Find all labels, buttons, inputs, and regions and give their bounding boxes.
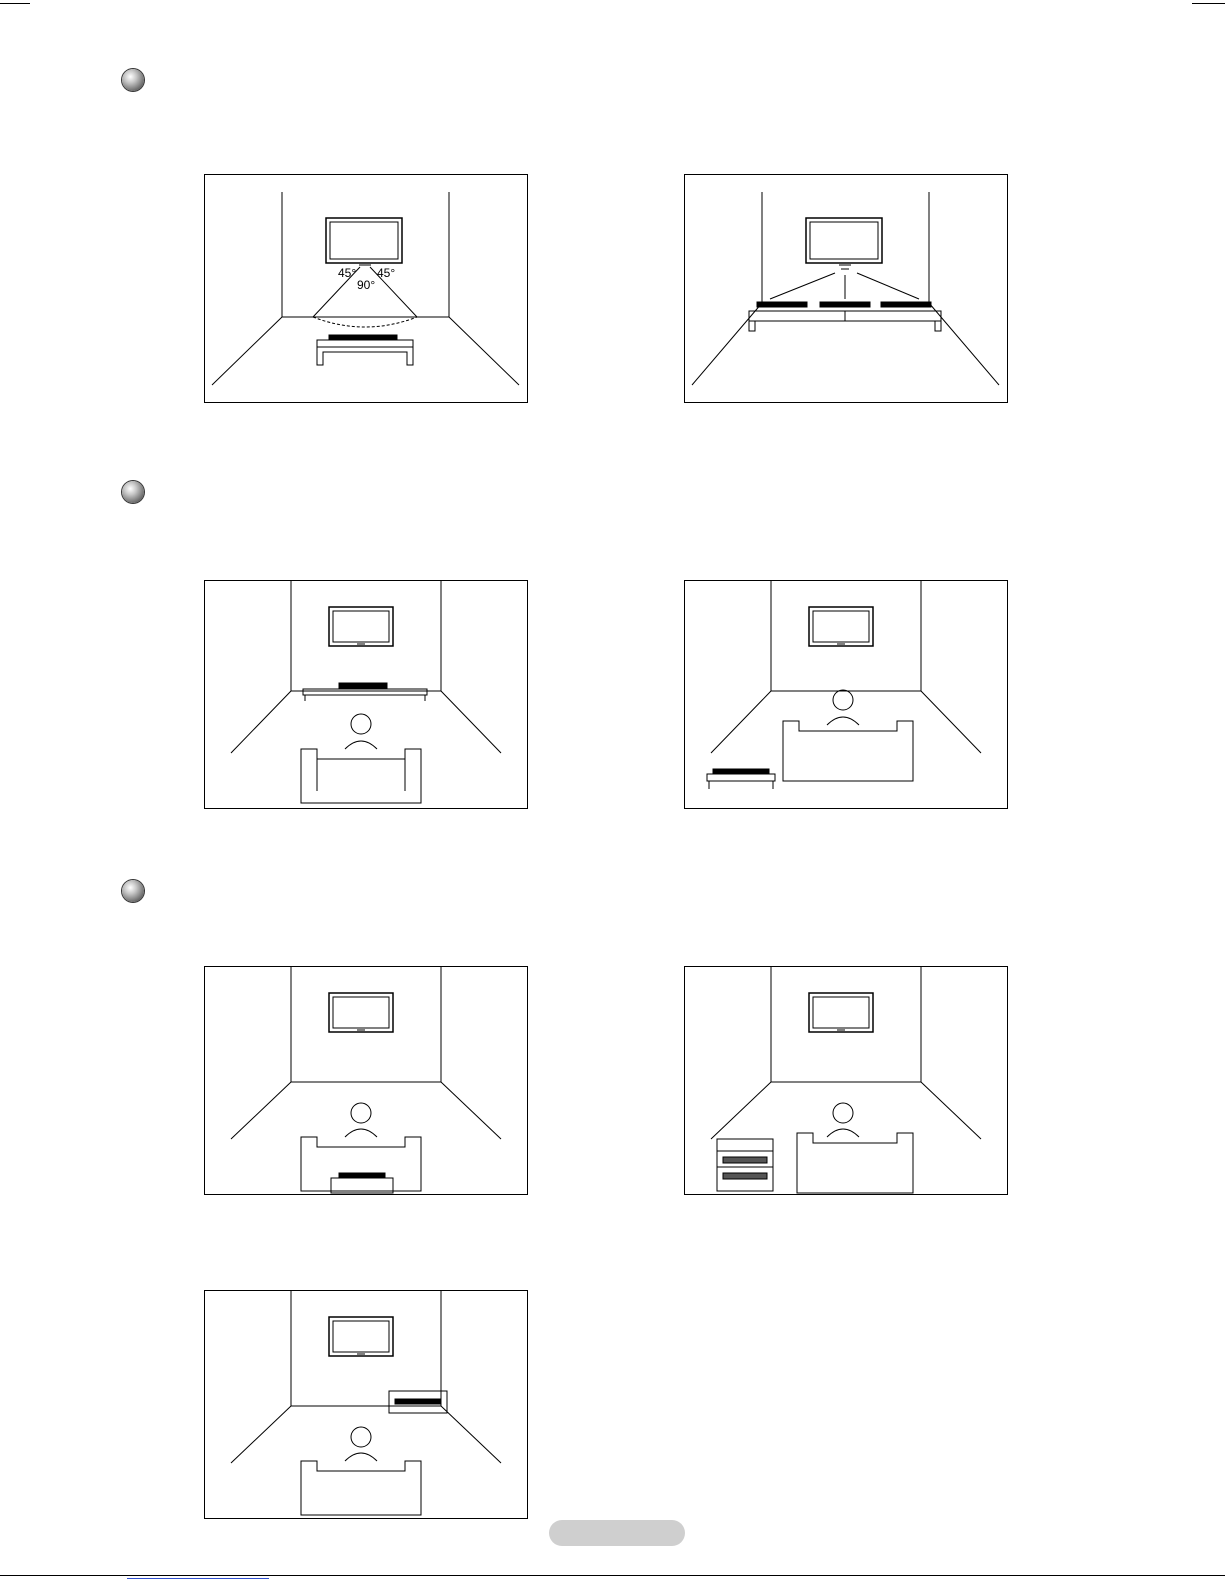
figure-front-of-viewer bbox=[204, 580, 528, 809]
page-number-badge bbox=[549, 1520, 685, 1546]
figure-behind-viewer bbox=[204, 966, 528, 1195]
section-1-bullet-icon bbox=[122, 69, 144, 91]
figure-speaker-angle: 45° 45° 90° bbox=[204, 174, 528, 403]
crop-mark-top-right bbox=[1192, 3, 1225, 4]
crop-mark-top-left bbox=[0, 3, 30, 4]
crop-mark-bottom bbox=[0, 1575, 1225, 1576]
figure-beside-sofa bbox=[684, 580, 1008, 809]
section-3-bullet-icon bbox=[122, 880, 144, 902]
footer-link-underline[interactable] bbox=[127, 1578, 269, 1579]
figure-stand-placement bbox=[684, 174, 1008, 403]
angle-right-label: 45° bbox=[377, 266, 395, 280]
angle-center-label: 90° bbox=[357, 278, 375, 292]
figure-in-cabinet bbox=[684, 966, 1008, 1195]
figure-corner-placement bbox=[204, 1290, 528, 1519]
angle-left-label: 45° bbox=[338, 266, 356, 280]
section-2-bullet-icon bbox=[122, 481, 144, 503]
